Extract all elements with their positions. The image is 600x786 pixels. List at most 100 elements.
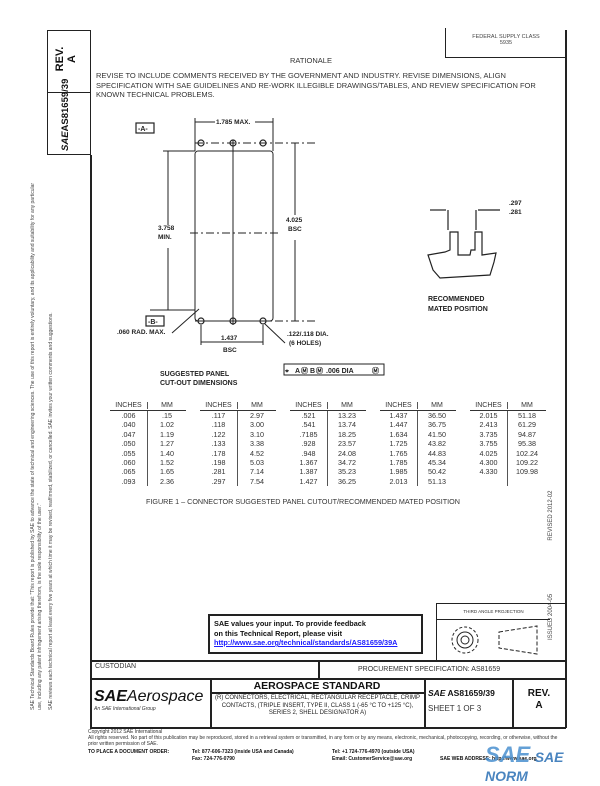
cell-inches: 1.765 [380,448,418,459]
mated-dim-2: .281 [509,209,522,216]
datum-a: -A- [138,126,148,133]
email[interactable]: Email: CustomerService@sae.org [332,756,413,762]
cell-inches: 1.985 [380,467,418,477]
mounting-hole [229,317,237,325]
cell-mm: 3.10 [250,429,264,439]
cell-inches: .117 [200,411,238,421]
cell-inches: .521 [290,411,328,421]
table-row: 1.725 43.82 [380,439,456,449]
sheet-number: SHEET 1 OF 3 [428,704,482,713]
cell-inches: .297 [200,476,238,487]
mated-dim-1: .297 [509,200,522,207]
cell-mm: 36.50 [428,411,446,420]
web-address[interactable]: SAE WEB ADDRESS: http://www.sae.org [440,756,537,762]
header-mm: MM [251,402,263,409]
cell-mm: 1.02 [160,420,174,430]
cell-mm: 95.38 [518,439,536,449]
cell-mm: .15 [162,411,172,420]
mated-caption-2: MATED POSITION [428,306,488,313]
header-inches: INCHES [200,402,238,409]
svg-text:Ⓜ: Ⓜ [316,366,323,375]
table-row: .122 3.10 [200,429,276,440]
cell-mm: 2.97 [250,411,264,420]
datum-b: -B- [148,319,158,326]
title-bottom-line [90,727,566,729]
cell-inches: 1.634 [380,429,418,440]
panel-cutout-drawing: -A- -B- 1.785 MAX. 3.758 MIN. 4.025 BSC … [117,118,522,387]
brand-light: Aerospace [126,688,204,705]
rationale-text: REVISE TO INCLUDE COMMENTS RECEIVED BY T… [96,71,536,99]
header-mm: MM [161,402,173,409]
cell-inches: 4.025 [470,448,508,459]
mounting-hole [259,317,267,325]
cell-mm: 1.65 [160,467,174,477]
dim-hole-spacing-1: 1.437 [221,335,238,342]
header-mm: MM [431,402,443,409]
table-header: INCHES MM [200,402,276,411]
dim-height-min-1: 3.758 [158,225,175,232]
sae-aerospace-logo: SAEAerospace An SAE International Group [94,688,203,712]
cell-inches: .541 [290,420,328,430]
cell-mm: 13.74 [338,420,356,430]
title-top-line [90,678,566,680]
footer: Copyright 2012 SAE International All rig… [88,729,558,748]
frame-left [90,155,92,728]
fsc-value: 5935 [499,40,513,46]
table-row: 3.755 95.38 [470,439,546,449]
cell-inches: 3.755 [470,439,508,449]
cell-mm: 4.52 [250,448,264,458]
cell-inches: 1.427 [290,476,328,487]
brand-sub: An SAE International Group [94,706,156,712]
doc-number: AS81659/39 [447,688,495,698]
tel-intl: Tel: +1 724-776-4970 (outside USA) [332,749,415,755]
table-row: .7185 18.25 [290,429,366,440]
rationale-title: RATIONALE [290,56,332,65]
cell-mm: 43.82 [428,439,446,449]
cell-inches: .050 [110,439,148,449]
cell-inches: 4.300 [470,458,508,468]
svg-text:Ⓜ: Ⓜ [372,366,379,375]
cell-inches: .133 [200,439,238,449]
cell-mm: 7.14 [250,467,264,477]
cell-inches: 1.387 [290,467,328,477]
cell-inches: .122 [200,429,238,440]
projection-label: THIRD ANGLE PROJECTION [437,604,550,620]
feedback-link[interactable]: http://www.sae.org/technical/standards/A… [214,638,398,647]
watermark-logo: SAE [485,742,531,767]
table-row: 1.985 50.42 [380,467,456,477]
cell-mm: 45.34 [428,458,446,468]
cell-inches: .7185 [290,429,328,440]
sae-logo-small: SAE [428,688,446,698]
svg-text:.006 DIA: .006 DIA [326,368,354,375]
cell-mm: 36.25 [338,476,356,486]
cell-inches: .948 [290,448,328,459]
feedback-line2: on this Technical Report, please visit [214,628,342,638]
cell-mm: 50.42 [428,467,446,477]
custodian-top-line [90,660,566,662]
cell-inches: 4.330 [470,467,508,477]
table-row: 1.427 36.25 [290,476,366,487]
cell-mm: 3.00 [250,420,264,430]
cell-mm: 18.25 [338,429,356,439]
cell-mm: 109.98 [516,467,538,477]
header-mm: MM [521,402,533,409]
cell-inches: 3.735 [470,429,508,440]
dim-height-min-2: MIN. [158,234,172,241]
cell-inches: 1.725 [380,439,418,449]
